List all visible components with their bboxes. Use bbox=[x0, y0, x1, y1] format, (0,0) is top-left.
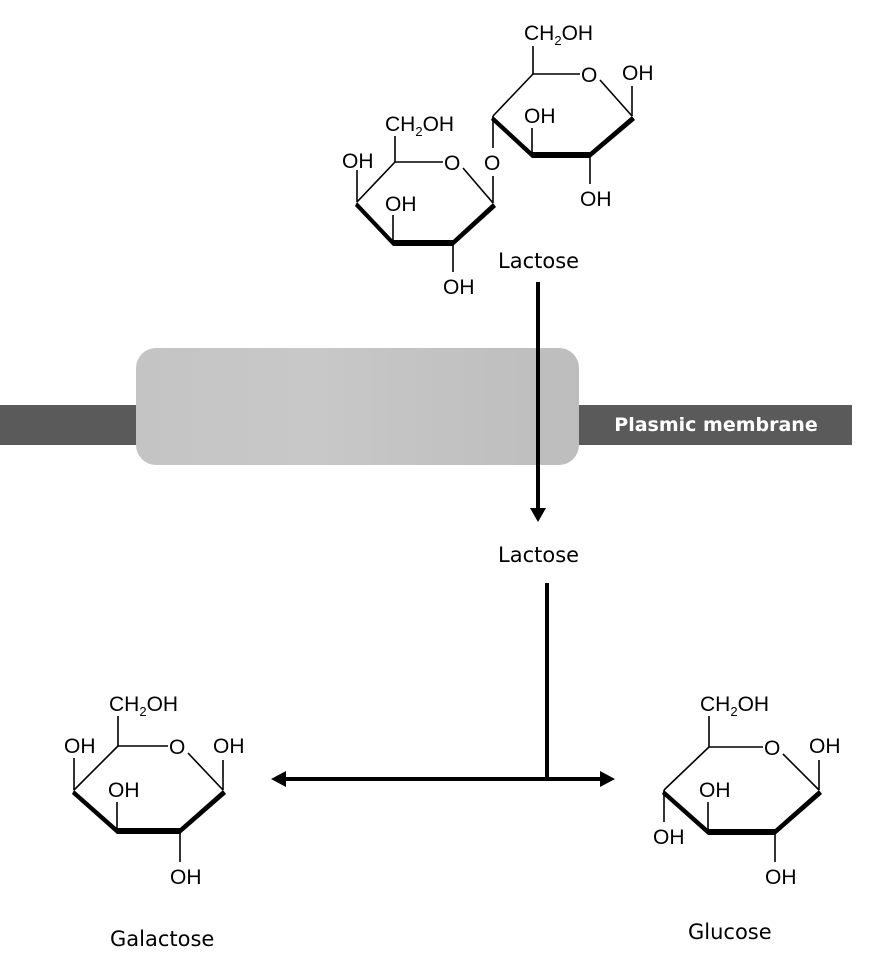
lactose-glc-oh-c3: OH bbox=[524, 105, 556, 128]
lactose-gal-oh-c3: OH bbox=[385, 193, 417, 216]
lactose-glc-oh-c2: OH bbox=[580, 188, 612, 211]
glucose-oh-c2: OH bbox=[765, 866, 797, 889]
lactose-outside-label: Lactose bbox=[498, 249, 580, 273]
lactose-atom-labels: CH2OH O OH OH OH O CH2OH O OH OH OH bbox=[342, 22, 654, 299]
lactose-gal-oh-c2: OH bbox=[443, 276, 475, 299]
lactose-gal-ring-o: O bbox=[444, 152, 460, 175]
membrane-bar-left bbox=[0, 405, 136, 445]
glucose-oh-c1: OH bbox=[809, 735, 841, 758]
galactose-oh-c3: OH bbox=[108, 779, 140, 802]
glucose-oh-c4: OH bbox=[653, 826, 685, 849]
glucose-structure bbox=[662, 716, 822, 862]
galactose-ch2oh: CH2OH bbox=[109, 693, 178, 719]
lactose-glc-oh-c1: OH bbox=[622, 62, 654, 85]
glucose-oh-c3: OH bbox=[699, 779, 731, 802]
membrane-label: Plasmic membrane bbox=[614, 414, 818, 436]
lactose-gal-oh-c4: OH bbox=[342, 150, 374, 173]
lactose-glc-ring-o: O bbox=[581, 64, 597, 87]
galactose-oh-c1: OH bbox=[213, 735, 245, 758]
galactose-atom-labels: CH2OH O OH OH OH OH bbox=[64, 693, 245, 889]
galactose-ring-o: O bbox=[169, 736, 185, 759]
lactose-structure bbox=[355, 46, 635, 272]
lactose-glc-ch2oh: CH2OH bbox=[524, 22, 593, 48]
galactose-oh-c2: OH bbox=[170, 866, 202, 889]
lactose-link-o: O bbox=[484, 152, 500, 175]
lactose-gal-ch2oh: CH2OH bbox=[385, 113, 454, 139]
glucose-label: Glucose bbox=[688, 920, 772, 944]
lactose-inside-label: Lactose bbox=[498, 543, 580, 567]
glucose-ring-o: O bbox=[764, 737, 780, 760]
galactose-structure bbox=[72, 716, 226, 862]
hydrolysis-arrow bbox=[271, 583, 615, 787]
transport-arrow bbox=[530, 282, 546, 522]
transporter-protein bbox=[136, 348, 579, 465]
glucose-atom-labels: CH2OH O OH OH OH OH bbox=[653, 693, 841, 889]
galactose-label: Galactose bbox=[110, 927, 215, 951]
galactose-oh-c4: OH bbox=[64, 735, 96, 758]
membrane-bar-right bbox=[579, 405, 852, 445]
glucose-ch2oh: CH2OH bbox=[700, 693, 769, 719]
